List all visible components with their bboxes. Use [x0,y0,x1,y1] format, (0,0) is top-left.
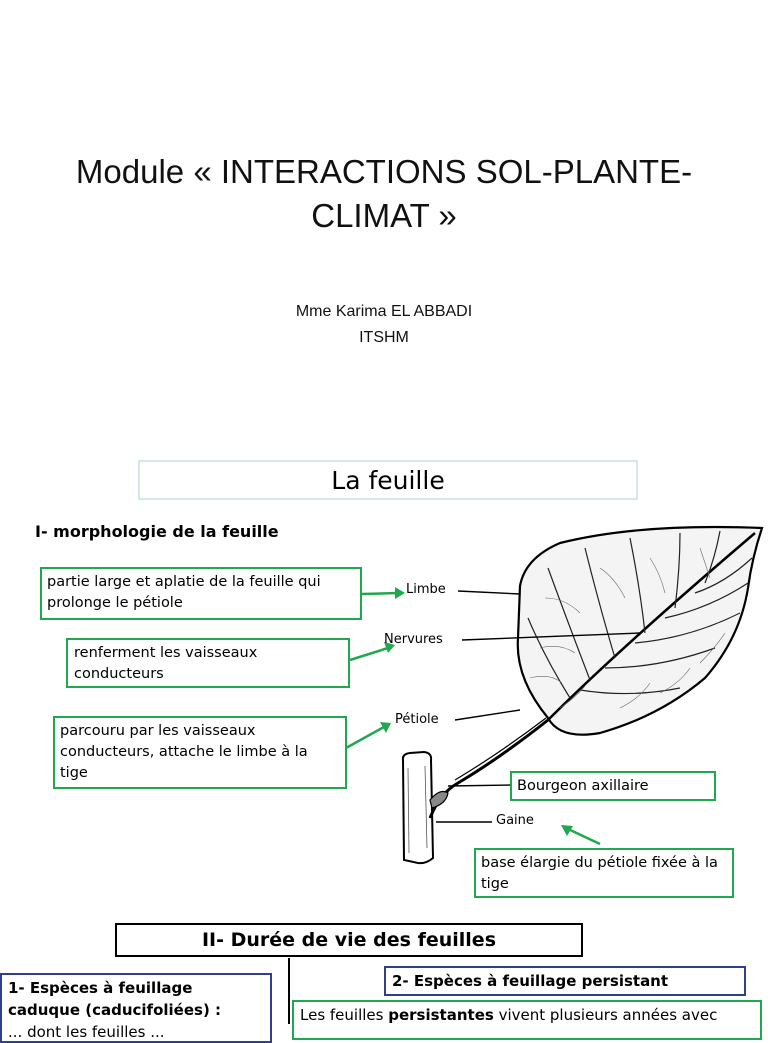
author-name: Mme Karima EL ABBADI [295,303,473,320]
slide-heading-box: La feuille [138,460,638,500]
persistant-text-bold: persistantes [388,1006,494,1024]
section-1-title: I- morphologie de la feuille [35,522,279,541]
label-petiole: Pétiole [395,712,439,727]
author-block: Mme Karima EL ABBADI ITSHM [0,299,768,351]
leaf-illustration [288,525,764,1024]
label-nervures: Nervures [384,632,443,647]
title-line-1: Module « INTERACTIONS SOL-PLANTE- [75,153,693,190]
persistant-text-post: vivent plusieurs années avec [493,1006,718,1024]
persistant-title: 2- Espèces à feuillage persistant [392,972,669,990]
leaf-slide: La feuille I- morphologie de la feuille … [0,448,768,1043]
persistant-title-box: 2- Espèces à feuillage persistant [384,966,746,996]
section-2-title: II- Durée de vie des feuilles [201,929,497,951]
nervures-description: renferment les vaisseaux conducteurs [74,645,258,682]
caduque-line-2: caduque (caducifoliées) : [8,1001,222,1019]
limbe-description-box: partie large et aplatie de la feuille qu… [40,567,362,620]
slide-heading: La feuille [331,465,445,495]
nervures-description-box: renferment les vaisseaux conducteurs [66,638,350,688]
caduque-box: 1- Espèces à feuillage caduque (caducifo… [0,973,272,1043]
caduque-line-1: 1- Espèces à feuillage [8,979,193,997]
bourgeon-box: Bourgeon axillaire [510,771,716,801]
gaine-description: base élargie du pétiole fixée à la tige [481,855,718,892]
gaine-description-box: base élargie du pétiole fixée à la tige [474,848,734,898]
petiole-description: parcouru par les vaisseaux conducteurs, … [60,723,308,781]
caduque-line-3: ... dont les feuilles ... [8,1023,165,1041]
section-2-title-box: II- Durée de vie des feuilles [115,923,583,957]
label-limbe: Limbe [406,582,446,597]
persistant-text-pre: Les feuilles [300,1006,389,1024]
limbe-description: partie large et aplatie de la feuille qu… [47,574,321,611]
title-slide: Module « INTERACTIONS SOL-PLANTE- CLIMAT… [0,0,768,430]
petiole-description-box: parcouru par les vaisseaux conducteurs, … [53,716,347,789]
title-line-2: CLIMAT » [311,197,457,234]
bourgeon-label: Bourgeon axillaire [517,778,649,794]
stem-shape [401,750,435,865]
persistant-text-box: Les feuilles persistantes vivent plusieu… [292,1000,762,1040]
label-gaine: Gaine [496,813,534,828]
institution-name: ITSHM [359,329,409,346]
module-title: Module « INTERACTIONS SOL-PLANTE- CLIMAT… [60,150,708,238]
